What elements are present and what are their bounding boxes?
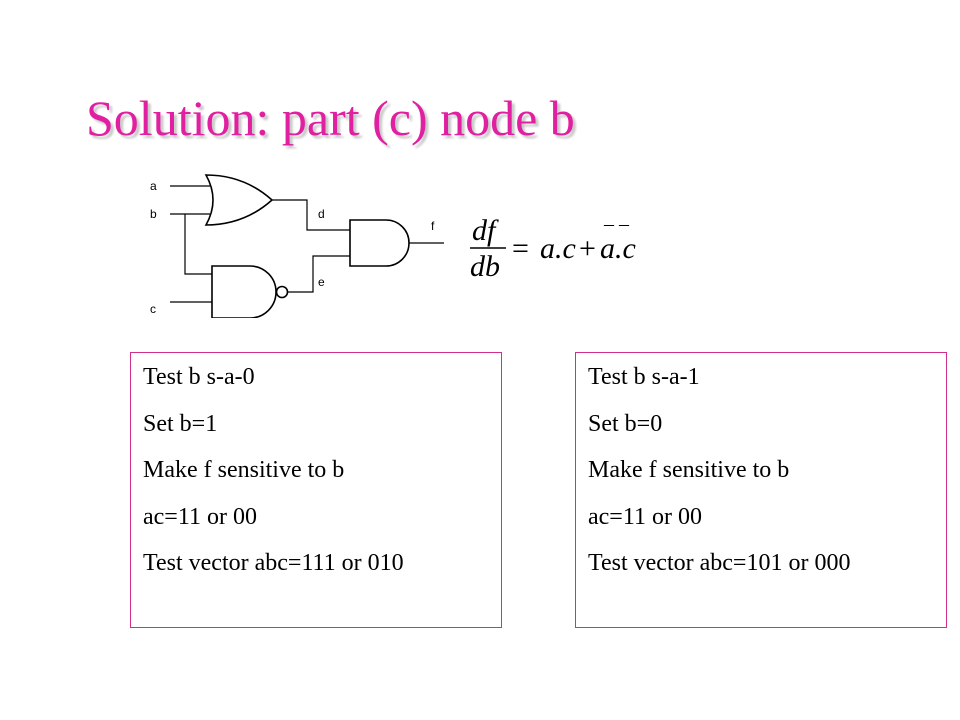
test-box-line: Set b=1 [143, 410, 218, 437]
label-a: a [150, 179, 157, 193]
nand-gate [211, 265, 277, 318]
test-box-line: Test b s-a-1 [588, 364, 700, 390]
formula-term2: a.c [600, 232, 636, 265]
or-gate [204, 174, 274, 226]
formula-numerator: df [472, 214, 499, 247]
label-f: f [431, 219, 435, 233]
test-box-line: Make f sensitive to b [588, 457, 790, 483]
test-box-line: Make f sensitive to b [143, 457, 345, 483]
logic-circuit-diagram: a b c d e f [150, 174, 444, 318]
formula-plus: + [579, 232, 596, 265]
formula-equals: = [512, 232, 529, 265]
test-box-line: ac=11 or 00 [588, 503, 702, 530]
test-box-s-a-1: Test b s-a-1 Set b=0 Make f sensitive to… [575, 352, 947, 628]
test-box-line: Test vector abc=101 or 000 [588, 550, 851, 576]
label-d: d [318, 207, 325, 221]
nand-bubble [275, 285, 289, 299]
test-box-s-a-0: Test b s-a-0 Set b=1 Make f sensitive to… [130, 352, 502, 628]
and-gate [349, 219, 410, 267]
formula-term1: a.c [540, 232, 576, 265]
formula-denominator: db [470, 250, 500, 282]
test-box-line: Test b s-a-0 [143, 364, 255, 390]
label-b: b [150, 207, 157, 221]
wire-e [288, 255, 350, 293]
test-box-line: Set b=0 [588, 410, 663, 437]
test-box-line: Test vector abc=111 or 010 [143, 550, 404, 576]
label-e: e [318, 275, 325, 289]
derivative-formula: df db = a.c + – – a.c [470, 213, 636, 282]
wire-d [272, 199, 350, 231]
wire-b-branch [184, 214, 212, 275]
label-c: c [150, 302, 156, 316]
test-box-line: ac=11 or 00 [143, 503, 257, 530]
page-title: Solution: part (c) node b [86, 90, 575, 146]
formula-overbar: – – [603, 213, 630, 235]
